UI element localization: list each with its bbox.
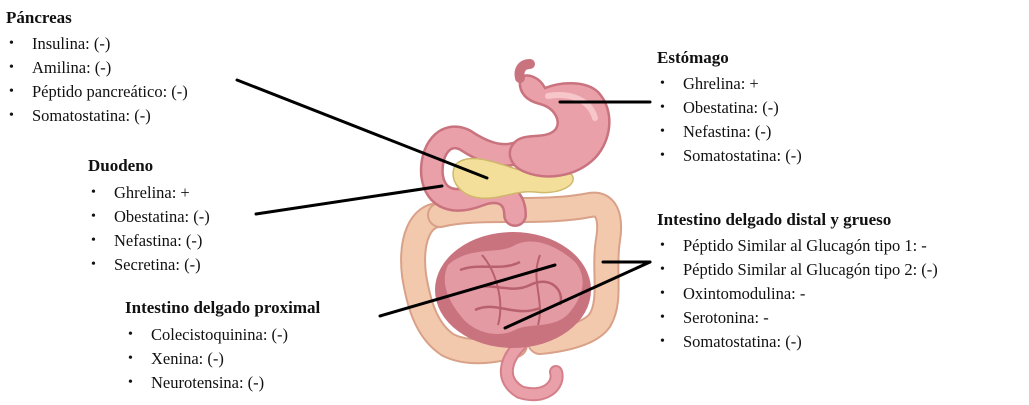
list-item: Colecistoquinina: (-) (125, 323, 320, 347)
estomago-title: Estómago (657, 48, 802, 68)
proximal-group: Intestino delgado proximal Colecistoquin… (125, 298, 320, 395)
list-item: Somatostatina: (-) (657, 144, 802, 168)
list-item: Oxintomodulina: - (657, 282, 938, 306)
distal-title: Intestino delgado distal y grueso (657, 210, 938, 230)
list-item: Obestatina: (-) (657, 96, 802, 120)
stomach-organ (510, 64, 610, 176)
list-item: Somatostatina: (-) (6, 104, 188, 128)
list-item: Neurotensina: (-) (125, 371, 320, 395)
estomago-list: Ghrelina: + Obestatina: (-) Nefastina: (… (657, 72, 802, 168)
list-item: Péptido pancreático: (-) (6, 80, 188, 104)
list-item: Amilina: (-) (6, 56, 188, 80)
pancreas-list: Insulina: (-) Amilina: (-) Péptido pancr… (6, 32, 188, 128)
list-item: Insulina: (-) (6, 32, 188, 56)
estomago-group: Estómago Ghrelina: + Obestatina: (-) Nef… (657, 48, 802, 168)
list-item: Péptido Similar al Glucagón tipo 1: - (657, 234, 938, 258)
proximal-list: Colecistoquinina: (-) Xenina: (-) Neurot… (125, 323, 320, 395)
distal-group: Intestino delgado distal y grueso Péptid… (657, 210, 938, 354)
proximal-title: Intestino delgado proximal (125, 298, 320, 318)
small-intestine (435, 232, 591, 348)
list-item: Obestatina: (-) (88, 205, 210, 229)
list-item: Nefastina: (-) (88, 229, 210, 253)
list-item: Ghrelina: + (657, 72, 802, 96)
list-item: Xenina: (-) (125, 347, 320, 371)
list-item: Nefastina: (-) (657, 120, 802, 144)
pancreas-group: Páncreas Insulina: (-) Amilina: (-) Pépt… (6, 8, 188, 128)
leader-line-duodeno (256, 186, 442, 214)
pancreas-title: Páncreas (6, 8, 188, 28)
duodeno-list: Ghrelina: + Obestatina: (-) Nefastina: (… (88, 181, 210, 277)
duodeno-group: Duodeno Ghrelina: + Obestatina: (-) Nefa… (88, 156, 210, 277)
list-item: Serotonina: - (657, 306, 938, 330)
distal-list: Péptido Similar al Glucagón tipo 1: - Pé… (657, 234, 938, 354)
list-item: Secretina: (-) (88, 253, 210, 277)
list-item: Péptido Similar al Glucagón tipo 2: (-) (657, 258, 938, 282)
list-item: Ghrelina: + (88, 181, 210, 205)
list-item: Somatostatina: (-) (657, 330, 938, 354)
duodeno-title: Duodeno (88, 156, 210, 176)
